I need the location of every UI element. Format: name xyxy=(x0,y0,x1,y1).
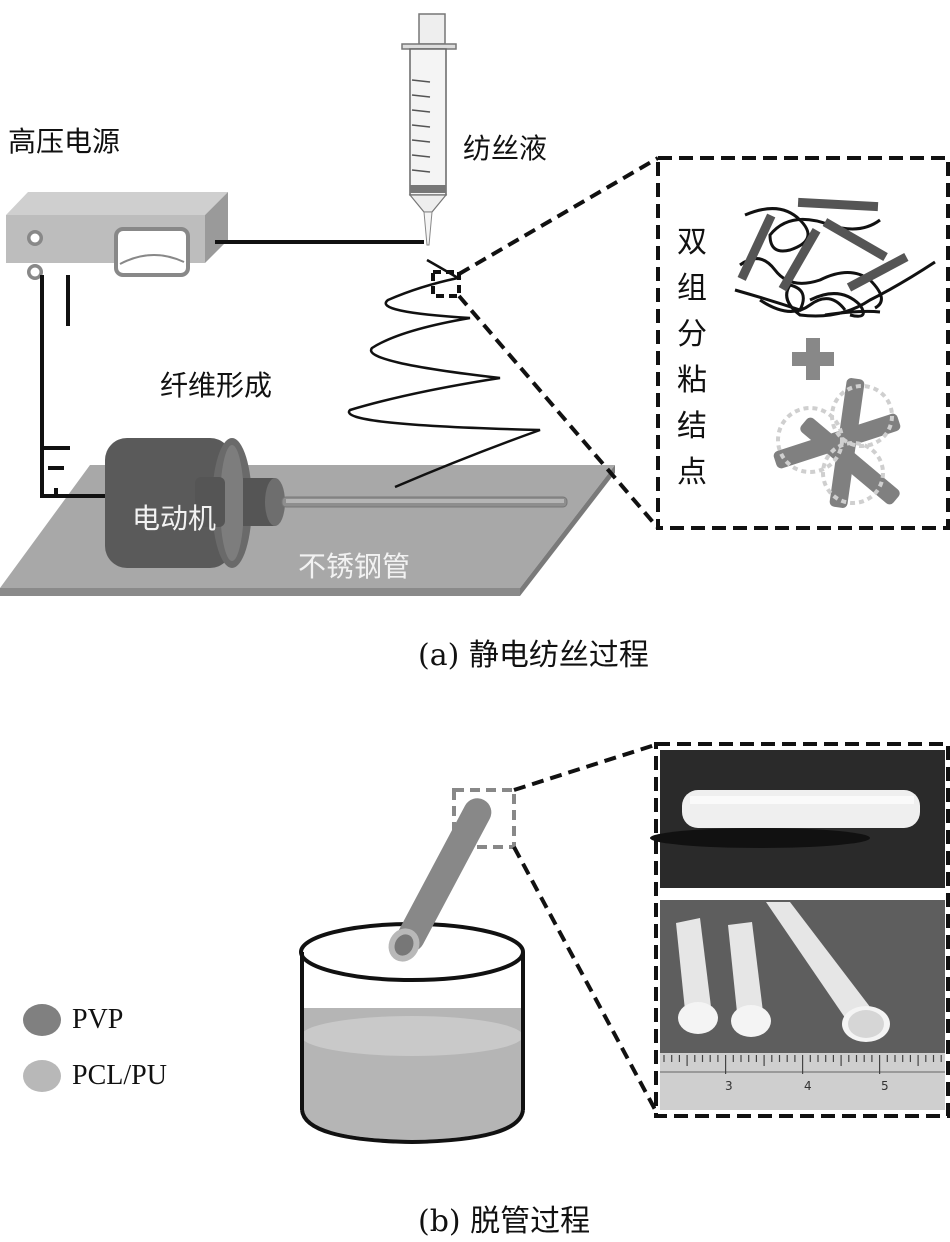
wires xyxy=(40,240,424,498)
photo-inset-frame xyxy=(654,742,950,1118)
beaker xyxy=(299,922,525,1145)
label-spinning-solution: 纺丝液 xyxy=(463,132,548,165)
legend-label-pcl-pu: PCL/PU xyxy=(72,1060,167,1091)
tube xyxy=(388,798,492,962)
label-steel-tube: 不锈钢管 xyxy=(298,550,411,583)
bicomponent-fibers xyxy=(734,197,936,318)
label-fiber-formation: 纤维形成 xyxy=(160,369,273,402)
label-power-supply: 高压电源 xyxy=(8,125,121,158)
photo-single-tube xyxy=(650,750,945,888)
ground-icon xyxy=(42,446,70,496)
ruler xyxy=(660,1053,945,1110)
meter-gauge xyxy=(114,227,190,277)
ruler-label-5: 5 xyxy=(881,1079,889,1093)
legend-label-pvp: PVP xyxy=(72,1004,124,1035)
legend-swatch-pcl-pu xyxy=(23,1060,61,1092)
panel-a-diagram xyxy=(0,13,950,596)
syringe-icon xyxy=(401,13,457,246)
zoom-region-marker xyxy=(431,270,461,298)
ruler-label-4: 4 xyxy=(804,1079,812,1093)
legend-swatch-pvp xyxy=(23,1004,61,1036)
motor xyxy=(105,438,568,568)
label-motor: 电动机 xyxy=(132,502,217,535)
ruler-label-3: 3 xyxy=(725,1079,733,1093)
label-bicomponent-bonding-points: 双组分粘结点 xyxy=(677,225,707,490)
fiber-jet xyxy=(347,258,541,489)
photo-three-tubes xyxy=(660,900,945,1110)
caption-panel-a: (a) 静电纺丝过程 xyxy=(418,638,649,673)
plus-icon xyxy=(792,338,834,380)
power-supply xyxy=(6,192,228,280)
bonding-points xyxy=(773,378,901,508)
caption-panel-b: (b) 脱管过程 xyxy=(418,1204,591,1239)
zoom-region-marker xyxy=(452,788,516,849)
